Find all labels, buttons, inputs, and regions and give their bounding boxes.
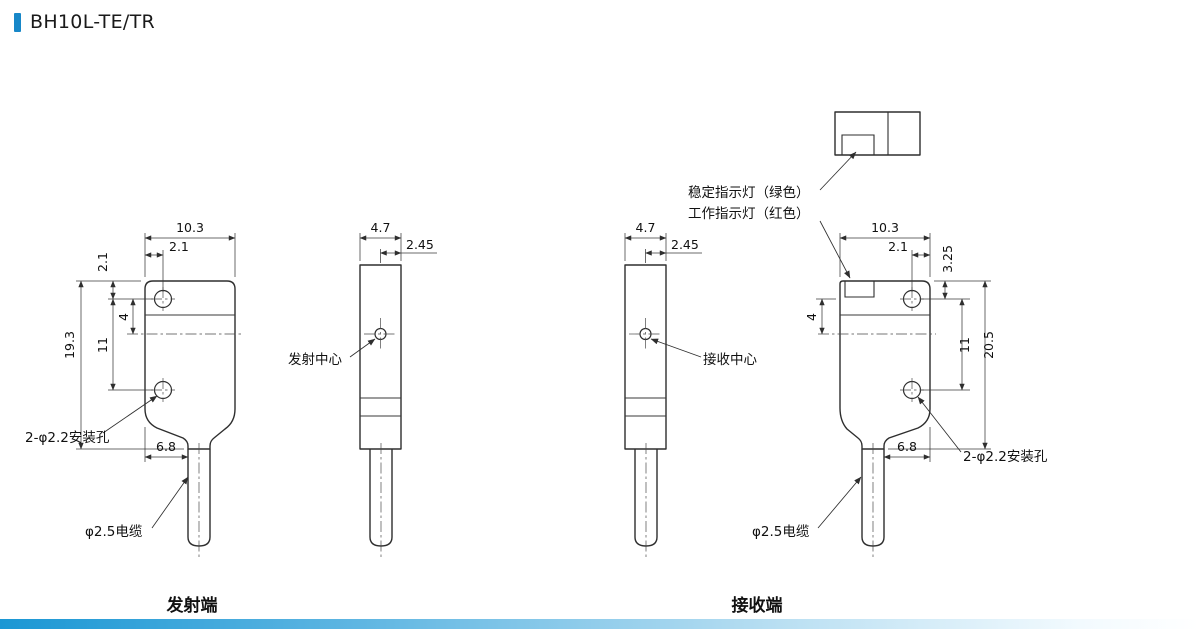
tx-dim-hole-offset-x: 2.1: [169, 239, 189, 254]
rx-dim-height: 20.5: [981, 331, 996, 359]
rx-dim-top-offset: 3.25: [940, 245, 955, 273]
receiver-top-view: [834, 111, 921, 156]
tx-holes-leader: [102, 395, 158, 434]
tx-side-body: [359, 264, 402, 450]
tx-mounting-hole-bottom: [151, 378, 175, 402]
rx-holes-leader: [917, 396, 962, 453]
title-accent-bar: [14, 12, 21, 32]
rx-led-red-label: 工作指示灯（红色）: [688, 205, 810, 222]
rx-cable-leader: [817, 476, 862, 529]
rx-dim-4: 4: [804, 313, 819, 321]
tx-body-outline: [144, 280, 236, 450]
rx-mounting-hole-bottom: [900, 378, 924, 402]
rx-top-body: [834, 111, 921, 156]
rx-side-dim-center: 2.45: [671, 237, 699, 252]
rx-side-dim-width: 4.7: [636, 220, 656, 235]
tx-mounting-holes-label: 2-φ2.2安装孔: [25, 430, 110, 446]
transmitter-front-view: 10.3 2.1 2.1 4 11 19.3 6.8 2-φ2.2安装孔 φ2.…: [25, 220, 241, 557]
tx-emission-center-label: 发射中心: [288, 352, 342, 368]
tx-cable-label: φ2.5电缆: [85, 524, 143, 540]
rx-cable-label: φ2.5电缆: [752, 524, 810, 540]
tx-dim-height: 19.3: [62, 331, 77, 359]
rx-led-red-leader: [819, 220, 851, 279]
rx-center-leader: [650, 338, 702, 358]
receiver-side-view: 4.7 2.45 接收中心: [624, 220, 757, 557]
rx-top-led-window: [841, 134, 875, 155]
section-header: BH10L-TE/TR: [14, 11, 155, 33]
rx-led-green-leader: [819, 151, 857, 191]
tx-side-dim-center: 2.45: [406, 237, 434, 252]
tx-side-dim-width: 4.7: [371, 220, 391, 235]
rx-led-green-label: 稳定指示灯（绿色）: [688, 184, 810, 201]
rx-receiving-center-label: 接收中心: [703, 351, 757, 368]
tx-dim-11: 11: [95, 337, 110, 353]
rx-body-outline: [839, 280, 931, 450]
transmitter-side-view: 4.7 2.45 发射中心: [288, 220, 437, 557]
rx-side-body: [624, 264, 667, 450]
tx-mounting-hole-top: [151, 287, 175, 311]
rx-dimension-lines: [819, 235, 988, 460]
rx-dim-width: 10.3: [871, 220, 899, 235]
tx-dim-width: 10.3: [176, 220, 204, 235]
page-title: BH10L-TE/TR: [30, 11, 155, 33]
rx-mounting-holes-label: 2-φ2.2安装孔: [963, 449, 1048, 465]
tx-dimension-lines: [78, 235, 236, 460]
tx-dim-top-offset: 2.1: [95, 252, 110, 272]
receiver-front-view: 10.3 2.1 3.25 4 11 20.5 6.8 2-φ2.2安装孔 φ2…: [688, 151, 1048, 557]
rx-led-window: [844, 281, 875, 298]
tx-dim-4: 4: [116, 313, 131, 321]
tx-dim-cable-offset: 6.8: [156, 439, 176, 454]
rx-dim-11: 11: [957, 337, 972, 353]
footer-gradient-bar: [0, 619, 1199, 629]
tx-cable-leader: [151, 476, 189, 529]
receiver-caption: 接收端: [732, 595, 783, 616]
rx-dim-cable-offset: 6.8: [897, 439, 917, 454]
transmitter-caption: 发射端: [166, 595, 218, 616]
tx-center-leader: [349, 338, 376, 358]
rx-dim-hole-offset-x: 2.1: [888, 239, 908, 254]
